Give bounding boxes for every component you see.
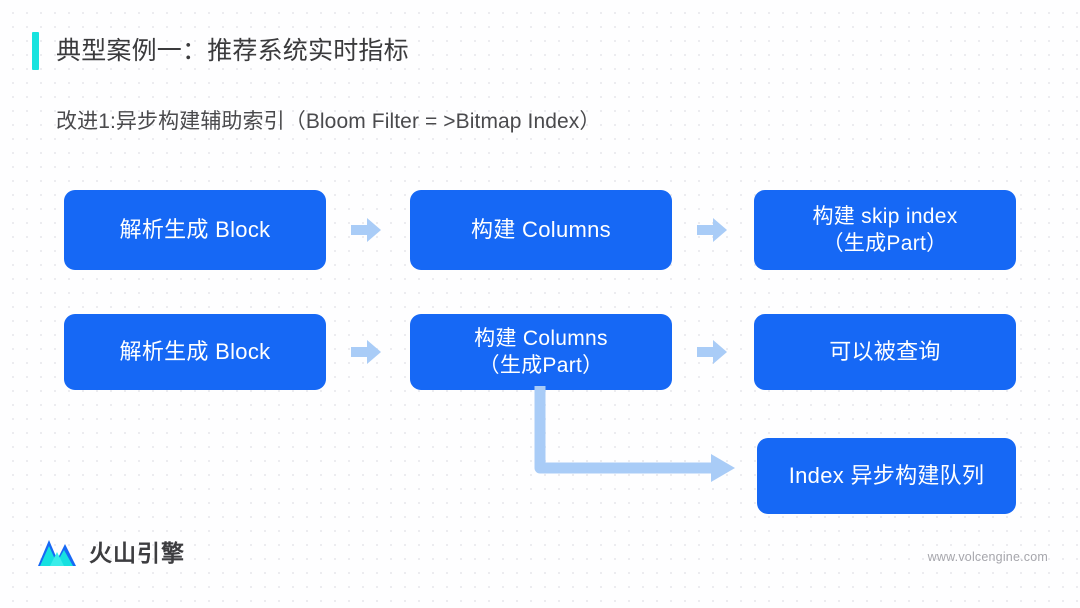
title-accent-bar [32,32,39,70]
right-arrow-icon [697,339,727,365]
footer-url-label: www.volcengine.com [927,550,1048,564]
title-label: 典型案例一：推荐系统实时指标 [56,37,409,65]
subtitle-label: 改进1:异步构建辅助索引（Bloom Filter = >Bitmap Inde… [56,110,601,133]
flow-box-build-skip-index[interactable]: 构建 skip index （生成Part） [754,190,1016,270]
flow-box-parse-block-row2[interactable]: 解析生成 Block [64,314,326,390]
volcano-mountain-icon [36,538,78,568]
flow-box-build-columns-row1[interactable]: 构建 Columns [410,190,672,270]
flow-box-index-queue[interactable]: Index 异步构建队列 [757,438,1016,514]
flow-box-build-columns-row2[interactable]: 构建 Columns （生成Part） [410,314,672,390]
flow-box-queryable[interactable]: 可以被查询 [754,314,1016,390]
page-title: 典型案例一：推荐系统实时指标 [32,30,409,72]
right-arrow-icon [351,339,381,365]
brand-logo: 火山引擎 [36,536,185,570]
right-arrow-icon [351,217,381,243]
elbow-arrow-icon [525,386,740,491]
flow-box-parse-block-row1[interactable]: 解析生成 Block [64,190,326,270]
brand-logo-label: 火山引擎 [89,540,185,566]
right-arrow-icon [697,217,727,243]
